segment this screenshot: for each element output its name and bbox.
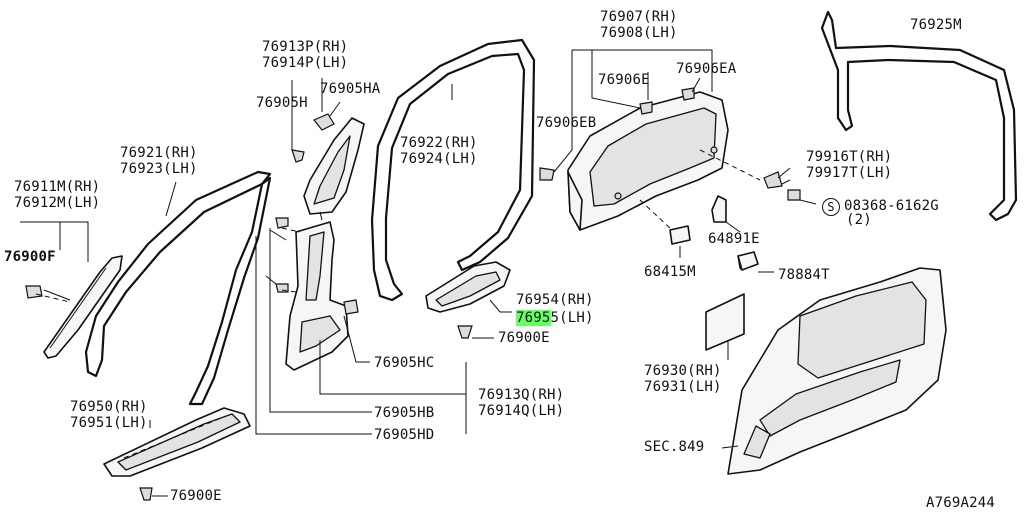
label-76955-rest: 5(LH) (550, 310, 594, 326)
luggage-side-lower-finisher-76930 (727, 267, 947, 475)
label-76908: 76908(LH) (600, 25, 678, 41)
label-76905HC: 76905HC (374, 355, 435, 371)
label-76914Q: 76914Q(LH) (478, 403, 565, 419)
label-76955-highlight: 7695 (516, 310, 551, 326)
label-76905HD: 76905HD (374, 427, 435, 443)
center-pillar-upper-76913P (303, 117, 365, 221)
label-76912M: 76912M(LH) (14, 195, 101, 211)
label-76950: 76950(RH) (70, 399, 148, 415)
small-parts (669, 195, 759, 271)
back-door-trim-76907 (567, 91, 729, 231)
label-sec-849: SEC.849 (644, 439, 705, 455)
pillar-finisher-76911M (43, 255, 123, 359)
label-08368-qty: (2) (846, 212, 872, 228)
label-76907: 76907(RH) (600, 9, 678, 25)
label-76913Q: 76913Q(RH) (478, 387, 565, 403)
label-76900F: 76900F (4, 249, 56, 265)
label-76900E-rear: 76900E (498, 330, 550, 346)
label-64891E: 64891E (708, 231, 760, 247)
label-76906EB: 76906EB (536, 115, 597, 131)
label-76955: 76955(LH) (516, 310, 594, 326)
label-08368-6162G: 08368-6162G (844, 198, 939, 214)
label-76925M: 76925M (910, 17, 962, 33)
diagram-id: A769A244 (926, 495, 996, 511)
label-76924: 76924(LH) (400, 151, 478, 167)
leader-lines (20, 49, 817, 497)
label-08368-prefix: S (822, 198, 840, 216)
front-pillar-garnish-76921 (84, 170, 272, 406)
label-76913P: 76913P(RH) (262, 39, 349, 55)
label-76922: 76922(RH) (400, 135, 478, 151)
clips (25, 87, 801, 501)
label-76911M: 76911M(RH) (14, 179, 101, 195)
center-pillar-lower-76913Q (285, 221, 349, 371)
door-weatherstrip-76922 (370, 38, 536, 302)
front-kicking-plate-76950 (103, 407, 251, 477)
label-78884T: 78884T (778, 267, 830, 283)
label-76931: 76931(LH) (644, 379, 722, 395)
label-76951: 76951(LH) (70, 415, 148, 431)
label-68415M: 68415M (644, 264, 696, 280)
label-76906EA: 76906EA (676, 61, 737, 77)
label-76900E-front: 76900E (170, 488, 222, 504)
pad-76930 (705, 293, 745, 351)
rear-kicking-plate-76954 (425, 261, 511, 313)
label-79916T: 79916T(RH) (806, 149, 893, 165)
label-76906E: 76906E (598, 72, 650, 88)
label-76905HB: 76905HB (374, 405, 435, 421)
label-76914P: 76914P(LH) (262, 55, 349, 71)
label-76954: 76954(RH) (516, 292, 594, 308)
label-76930: 76930(RH) (644, 363, 722, 379)
label-79917T: 79917T(LH) (806, 165, 893, 181)
label-76923: 76923(LH) (120, 161, 198, 177)
label-76905HA: 76905HA (320, 81, 381, 97)
label-76905H: 76905H (256, 95, 308, 111)
label-76921: 76921(RH) (120, 145, 198, 161)
rear-weatherstrip-76925M (820, 10, 1018, 222)
